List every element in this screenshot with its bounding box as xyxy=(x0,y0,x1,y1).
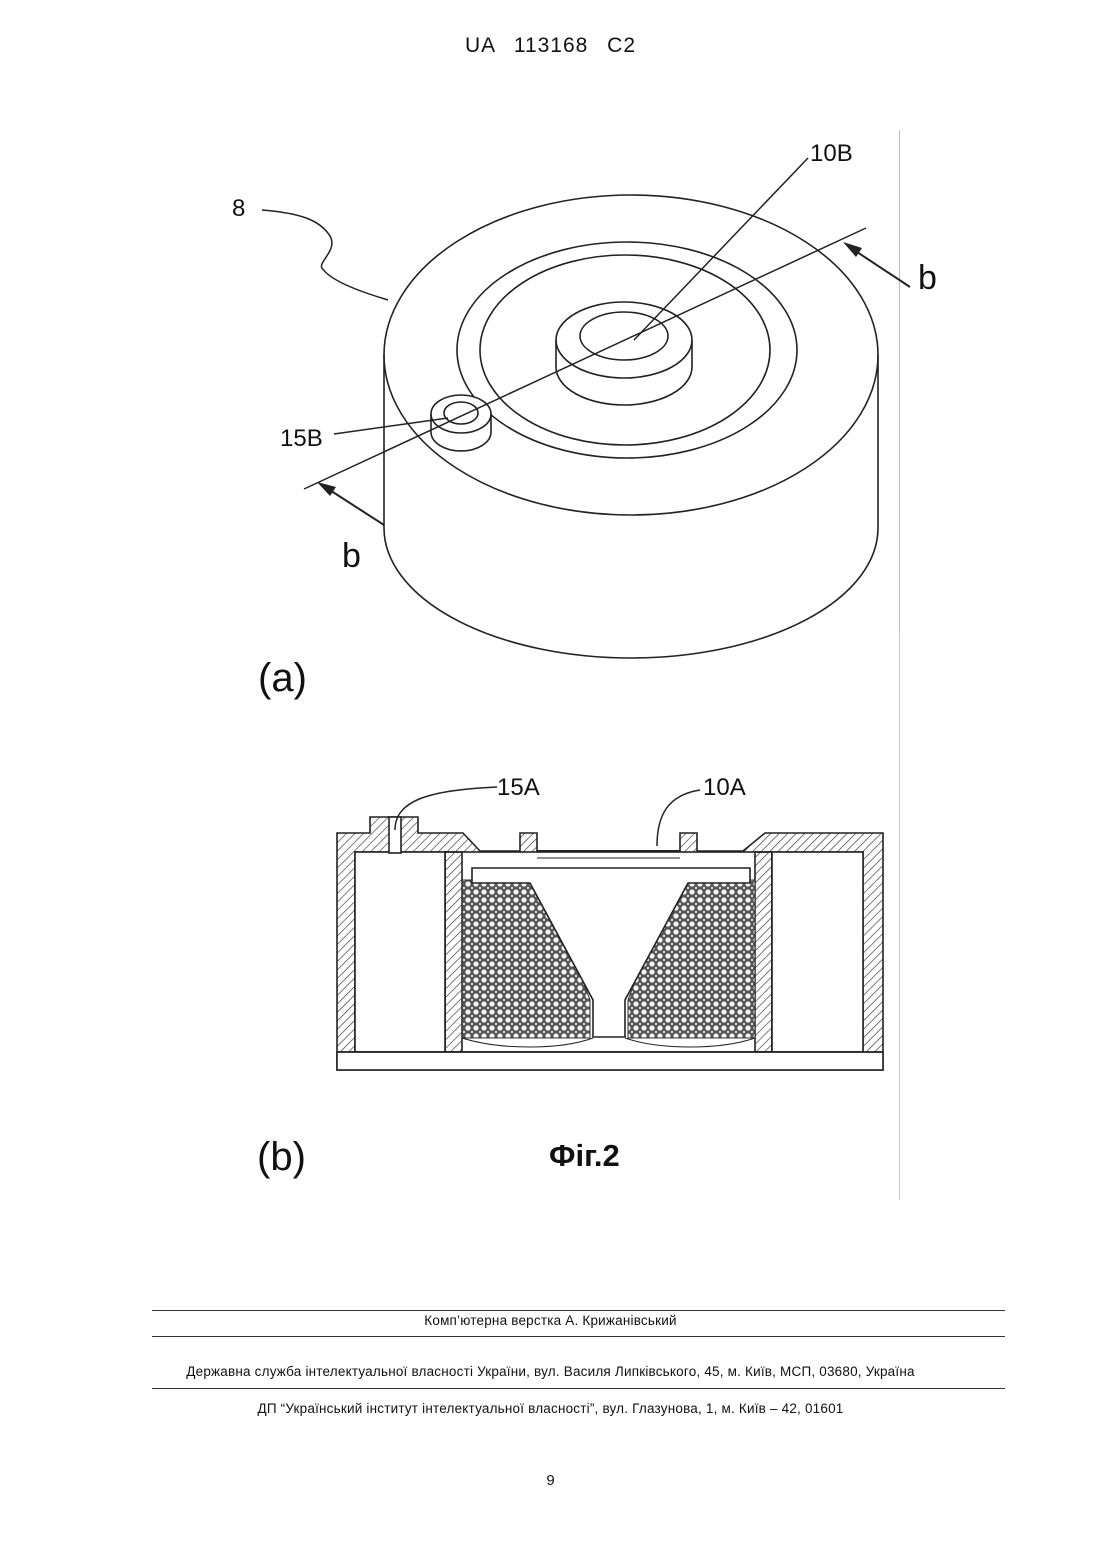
page-number: 9 xyxy=(0,1472,1101,1489)
ref-label-10a: 10A xyxy=(703,774,746,801)
footer-institute-address: ДП “Український інститут інтелектуальної… xyxy=(0,1401,1101,1416)
panel-label-b: (b) xyxy=(257,1135,306,1179)
ref-label-15a: 15A xyxy=(497,774,540,801)
figure-caption: Фіг.2 xyxy=(549,1138,620,1174)
footer-rule-3 xyxy=(152,1388,1005,1389)
footer-layout-credit: Комп’ютерна верстка А. Крижанівський xyxy=(0,1313,1101,1328)
footer-agency-address: Державна служба інтелектуальної власност… xyxy=(0,1364,1101,1379)
ref-label-15b: 15B xyxy=(280,425,323,452)
ref-label-8: 8 xyxy=(232,195,245,222)
section-label-b-top: b xyxy=(918,259,937,297)
footer-rule-2 xyxy=(152,1336,1005,1337)
panel-label-a: (a) xyxy=(258,656,307,700)
figure-b-cross-section xyxy=(337,787,883,1070)
section-label-b-bottom: b xyxy=(342,537,361,575)
footer-rule-1 xyxy=(152,1310,1005,1311)
ref-label-10b: 10B xyxy=(810,140,853,167)
figure-a-body xyxy=(262,158,910,658)
